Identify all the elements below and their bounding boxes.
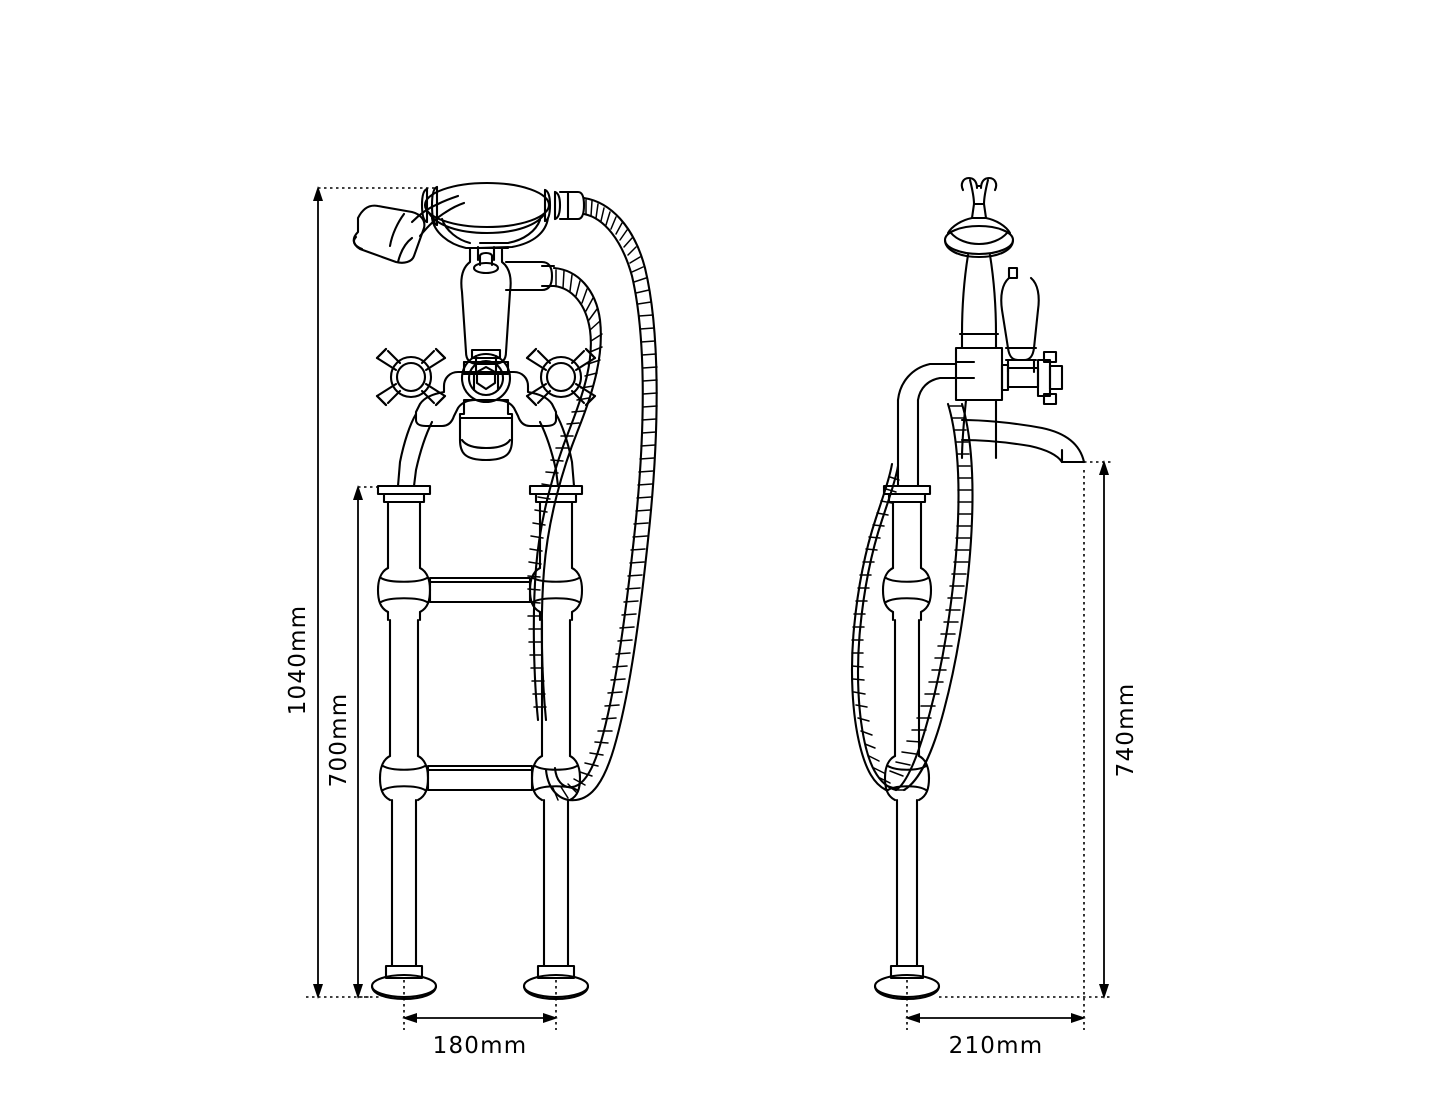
valve-spindle-assembly [1000, 350, 1064, 406]
riser-body-side [954, 253, 1004, 460]
swan-neck-spout [960, 418, 1086, 464]
dimension-180mm: 180mm [402, 1013, 558, 1059]
handset-hose-connector [504, 260, 556, 292]
front-elevation-view [352, 181, 658, 1001]
cross-brace-lower [426, 764, 534, 792]
flexible-shower-hose [527, 196, 658, 802]
dimension-1040mm: 1040mm [285, 186, 323, 999]
dimension-label-standpipe-height: 700mm [326, 693, 352, 788]
dimension-210mm: 210mm [905, 1013, 1086, 1059]
handset-cradle [420, 181, 586, 250]
shower-handset-head-side [943, 176, 1015, 259]
dimension-label-spout-height: 740mm [1113, 683, 1139, 778]
valve-body [414, 348, 558, 462]
lever-handle [1000, 266, 1040, 374]
dimension-740mm: 740mm [1099, 460, 1139, 999]
dimension-annotations: 1040mm 700mm 180mm 210mm 740 [285, 186, 1139, 1059]
dimension-700mm: 700mm [326, 485, 363, 999]
cross-head-handle-left [375, 347, 447, 407]
dimension-label-spout-projection: 210mm [949, 1033, 1044, 1059]
standpipe-leg-left [370, 484, 438, 1001]
flexible-shower-hose-side [850, 402, 974, 792]
dimension-label-leg-centres: 180mm [433, 1033, 528, 1059]
dimension-label-overall-height: 1040mm [285, 605, 311, 716]
